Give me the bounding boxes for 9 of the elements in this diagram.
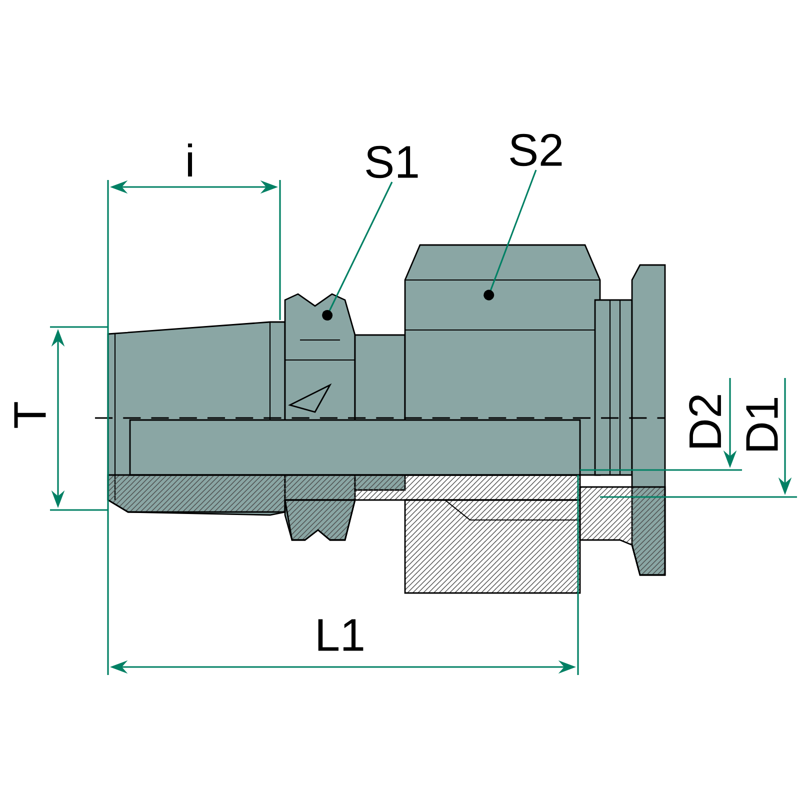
part-label: S2 bbox=[510, 134, 562, 166]
dimension-label: L1 bbox=[318, 619, 364, 651]
dimension-label: D1 bbox=[746, 398, 778, 450]
dimension-label: i bbox=[188, 143, 192, 177]
leader-line bbox=[322, 182, 393, 321]
leader-line bbox=[484, 170, 537, 300]
dimension-label: T bbox=[14, 402, 46, 428]
part-label: S1 bbox=[366, 146, 418, 178]
dimension-label: D2 bbox=[689, 395, 721, 448]
